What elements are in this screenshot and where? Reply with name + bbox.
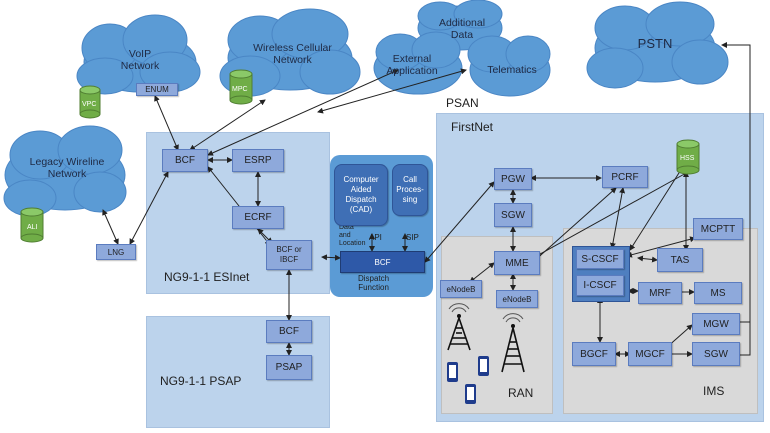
psan-label: PSAN <box>446 96 479 110</box>
ran-label: RAN <box>508 386 534 400</box>
tower-signals <box>457 314 515 328</box>
esrp-node: ESRP <box>232 149 284 172</box>
data-location-label: Data and Location <box>339 224 366 247</box>
additional-data-label: Additional Data <box>438 17 486 41</box>
ali-label: ALI <box>27 224 38 231</box>
psap-bcf-node: BCF <box>266 320 312 343</box>
voip-cloud <box>76 14 201 95</box>
bcf-node: BCF <box>162 149 208 172</box>
sip-label: SIP <box>406 233 419 242</box>
pcrf-node: PCRF <box>602 166 648 188</box>
ms-node: MS <box>694 282 742 304</box>
tower-icons <box>447 317 525 373</box>
mcptt-node: MCPTT <box>693 218 743 240</box>
esinet-label: NG9-1-1 ESInet <box>164 270 250 284</box>
firstnet-label: FirstNet <box>451 120 493 134</box>
i-cscf-node: I-CSCF <box>576 275 624 296</box>
ecrf-node: ECRF <box>232 206 284 229</box>
lng-node: LNG <box>96 244 136 260</box>
telematics-cloud <box>467 35 551 97</box>
ims-sgw-node: SGW <box>692 342 740 366</box>
legacy-cloud <box>3 125 127 217</box>
legacy-wireline-label: Legacy Wireline Network <box>29 156 105 180</box>
hss-label: HSS <box>680 155 695 162</box>
external-application-label: External Application <box>386 53 438 77</box>
phone-icons <box>447 356 489 404</box>
mgcf-node: MGCF <box>628 342 672 366</box>
tower-1 <box>447 317 471 351</box>
pstn-label: PSTN <box>637 36 673 51</box>
mrf-node: MRF <box>638 282 682 304</box>
dispatch-function-label: Dispatch Function <box>358 274 390 292</box>
bgcf-node: BGCF <box>572 342 616 366</box>
psap-node: PSAP <box>266 355 312 380</box>
psap-label: NG9-1-1 PSAP <box>160 374 242 388</box>
s-cscf-node: S-CSCF <box>576 249 624 269</box>
enum-node: ENUM <box>136 83 178 96</box>
voip-network-label: VoIP Network <box>120 48 160 72</box>
cad-node: Computer Aided Dispatch (CAD) <box>334 164 388 226</box>
dispatch-bcf-node: BCF <box>340 251 425 273</box>
vpc-label: VPC <box>82 101 97 108</box>
wireless-network-label: Wireless Cellular Network <box>253 42 332 66</box>
db-cylinders <box>20 69 700 243</box>
pgw-node: PGW <box>494 168 532 190</box>
tas-node: TAS <box>657 248 703 272</box>
enodeb-1-node: eNodeB <box>440 280 482 298</box>
telematics-label: Telematics <box>487 64 537 76</box>
sgw-node: SGW <box>494 203 532 227</box>
ims-label: IMS <box>703 384 725 398</box>
bcf-ibcf-node: BCF or IBCF <box>266 240 312 270</box>
mgw-node: MGW <box>692 313 740 335</box>
mme-node: MME <box>494 251 540 275</box>
api-label: API <box>369 233 382 242</box>
tower-2 <box>501 327 525 373</box>
mpc-label: MPC <box>232 86 248 93</box>
pstn-cloud <box>586 1 729 89</box>
enodeb-2-node: eNodeB <box>496 290 538 308</box>
call-processing-node: Call Proces- sing <box>392 164 428 216</box>
